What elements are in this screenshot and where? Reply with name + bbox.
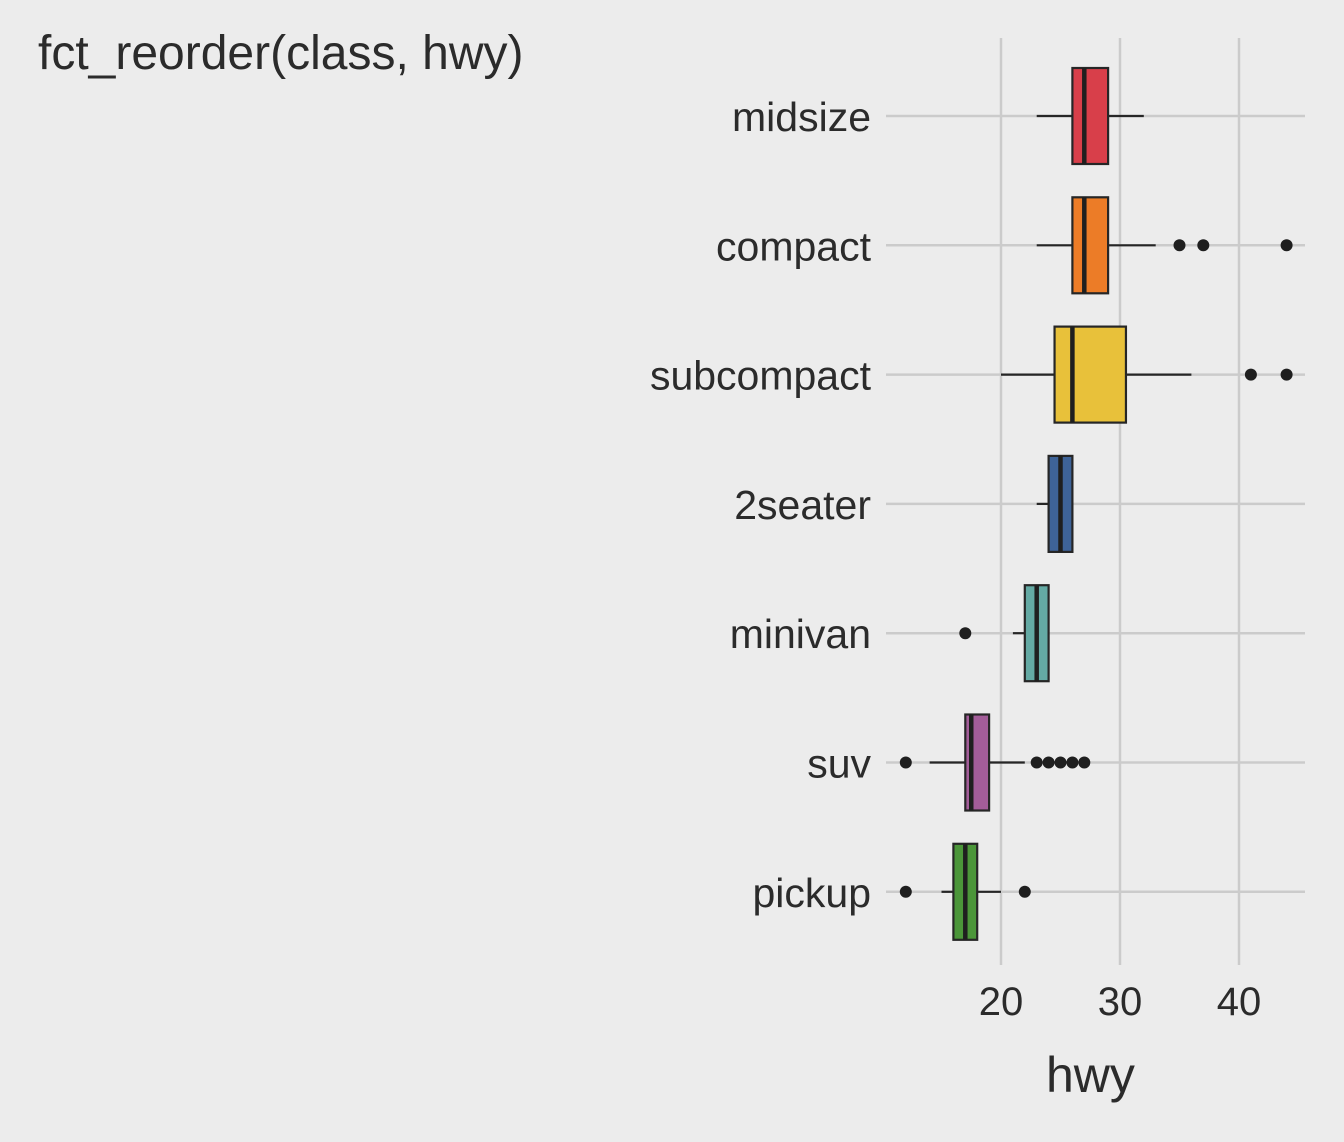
outlier-point	[1244, 368, 1257, 381]
outlier-point	[1042, 756, 1055, 769]
outlier-point	[1054, 756, 1067, 769]
outlier-point	[1280, 368, 1293, 381]
y-tick-label: compact	[716, 223, 872, 269]
outlier-point	[959, 627, 972, 640]
y-tick-label: suv	[807, 741, 871, 787]
outlier-point	[899, 885, 912, 898]
x-tick-label: 20	[979, 980, 1024, 1024]
outlier-point	[1018, 885, 1031, 898]
outlier-point	[1078, 756, 1091, 769]
outlier-point	[1280, 239, 1293, 252]
y-tick-label: midsize	[732, 94, 871, 140]
outlier-point	[1030, 756, 1043, 769]
y-tick-label: 2seater	[734, 482, 871, 528]
outlier-point	[899, 756, 912, 769]
box	[964, 713, 991, 812]
x-tick-label: 30	[1098, 980, 1143, 1024]
box	[1071, 196, 1110, 295]
x-axis-label: hwy	[1046, 1047, 1135, 1103]
outlier-point	[1173, 239, 1186, 252]
chart-title: fct_reorder(class, hwy)	[38, 27, 524, 80]
outlier-point	[1066, 756, 1079, 769]
y-tick-label: minivan	[730, 611, 871, 657]
y-tick-label: pickup	[752, 870, 871, 916]
outlier-point	[1197, 239, 1210, 252]
x-tick-label: 40	[1217, 980, 1262, 1024]
y-tick-label: subcompact	[650, 353, 872, 399]
box	[1053, 325, 1128, 424]
box	[1071, 66, 1110, 166]
